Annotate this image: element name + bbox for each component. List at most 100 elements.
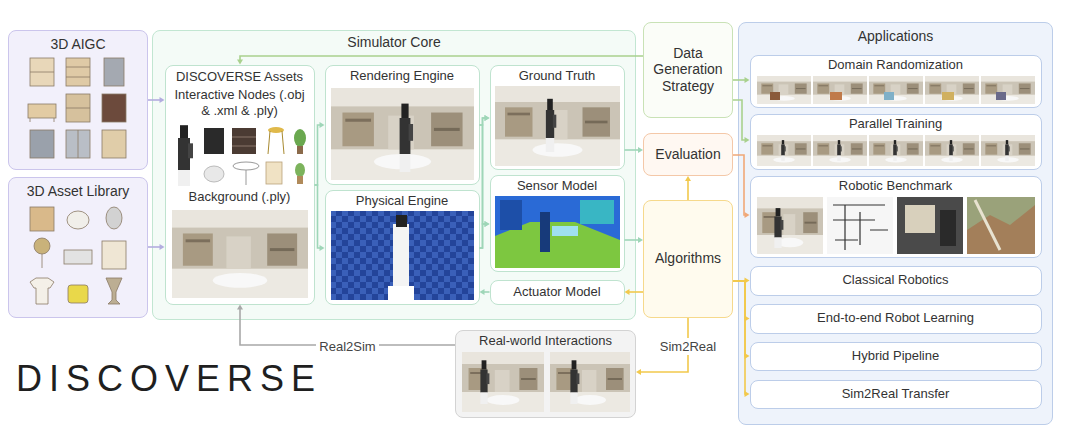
connector [625,289,644,295]
arrow-head [685,176,691,181]
scene-renders-part [550,352,630,412]
application-renders-part [781,140,786,161]
aigc-assets-part [30,130,54,158]
connector [315,122,325,185]
connector [480,289,490,295]
edge-label-holder: Sim2Real [657,337,719,355]
arrow-head [745,77,750,83]
library-assets-part [106,278,122,304]
interactive-node-icons [178,125,306,186]
aigc-assets-part [54,118,55,122]
interactive-node-icons-part [178,125,193,186]
connector [480,125,490,227]
node-title: Data Generation Strategy [644,45,732,95]
interactive-node-icons-part [266,162,282,184]
connector-line [315,185,321,248]
scene-renders-part [480,360,489,404]
connector-line [480,224,486,248]
application-renders-part [757,135,811,166]
library-assets-part [34,238,50,254]
interactive-node-icons-part [232,137,256,138]
application-renders-part [925,76,979,104]
connector-line [148,99,161,101]
edge-label: Sim2Real [657,338,719,355]
interactive-node-icons-part [294,129,306,147]
interactive-node-icons-part [282,131,284,154]
node-text: Background (.ply) [166,189,314,205]
connector-line [240,56,643,61]
connector-line [629,291,644,293]
aigc-assets-part [66,130,90,158]
arrow-head [625,289,630,295]
scene-renders-part [393,224,409,288]
library-assets-part [67,211,89,229]
scene-renders-part [546,99,557,152]
connector-line [733,281,746,394]
interactive-node-icons-part [297,146,303,154]
node-title: Algorithms [644,250,732,267]
application-renders-part [770,92,780,100]
library-assets-part [102,241,126,269]
scene-renders-part [495,86,620,166]
interactive-node-icons-part [297,176,303,184]
application-renders-part [813,76,867,104]
scene-renders-part [172,210,308,298]
application-renders-part [774,208,783,248]
application-renders-part [981,135,1035,166]
node-title: Sensor Model [491,178,624,194]
connector-line [315,125,321,185]
library-assets-part [30,207,54,231]
arrow-head [745,212,750,218]
connector [625,147,644,153]
connector-line [733,155,746,215]
node-title: End-to-end Robot Learning [751,310,1041,326]
aigc-assets-part [66,77,90,78]
connector [480,221,490,248]
node-title: 3D Asset Library [9,183,147,200]
arrow-head [237,60,243,65]
arrow-head [485,221,490,227]
node-title: Real-world Interactions [456,333,635,349]
arrow-head [745,391,750,397]
aigc-assets-part [102,94,126,122]
aigc-assets [28,58,126,158]
actuator-box: Actuator Model [490,280,625,305]
aigc-assets-part [66,94,90,122]
aigc-assets-part [102,130,126,158]
aigc-assets-part [30,118,31,122]
interactive-node-icons-part [233,162,259,170]
connector [733,281,750,359]
connector-line [625,239,640,241]
application-renders-part [975,200,1000,250]
aigc-assets-part [30,72,54,73]
interactive-node-icons-part [232,146,256,147]
scene-renders-part [495,196,620,268]
library-assets [30,207,126,304]
application-renders-part [942,92,954,100]
aigc-assets-part [66,108,90,109]
connector-line [733,79,746,81]
interactive-node-icons-part [204,166,224,182]
application-renders-part [813,135,867,166]
node-title: Robotic Benchmark [751,178,1041,194]
arrow-head [485,115,490,121]
application-renders-part [837,140,842,161]
node-title: Physical Engine [326,193,479,209]
application-renders-part [893,140,898,161]
application-renders-part [949,140,954,161]
application-renders-part [1005,140,1010,161]
scene-renders-part [388,286,414,300]
application-renders-part [884,92,894,100]
interactive-node-icons-part [232,128,256,154]
connector [148,97,165,103]
node-title: Hybrid Pipeline [751,348,1041,364]
aigc-assets-part [78,130,79,158]
aigc-assets-part [66,67,90,68]
aigc-assets-part [104,58,124,86]
application-box: Sim2Real Transfer [750,380,1042,409]
interactive-node-icons-part [204,128,224,154]
application-renders-part [967,197,1035,254]
application-box: End-to-end Robot Learning [750,304,1042,334]
aigc-assets-part [28,104,56,118]
scene-renders-part [500,200,522,230]
